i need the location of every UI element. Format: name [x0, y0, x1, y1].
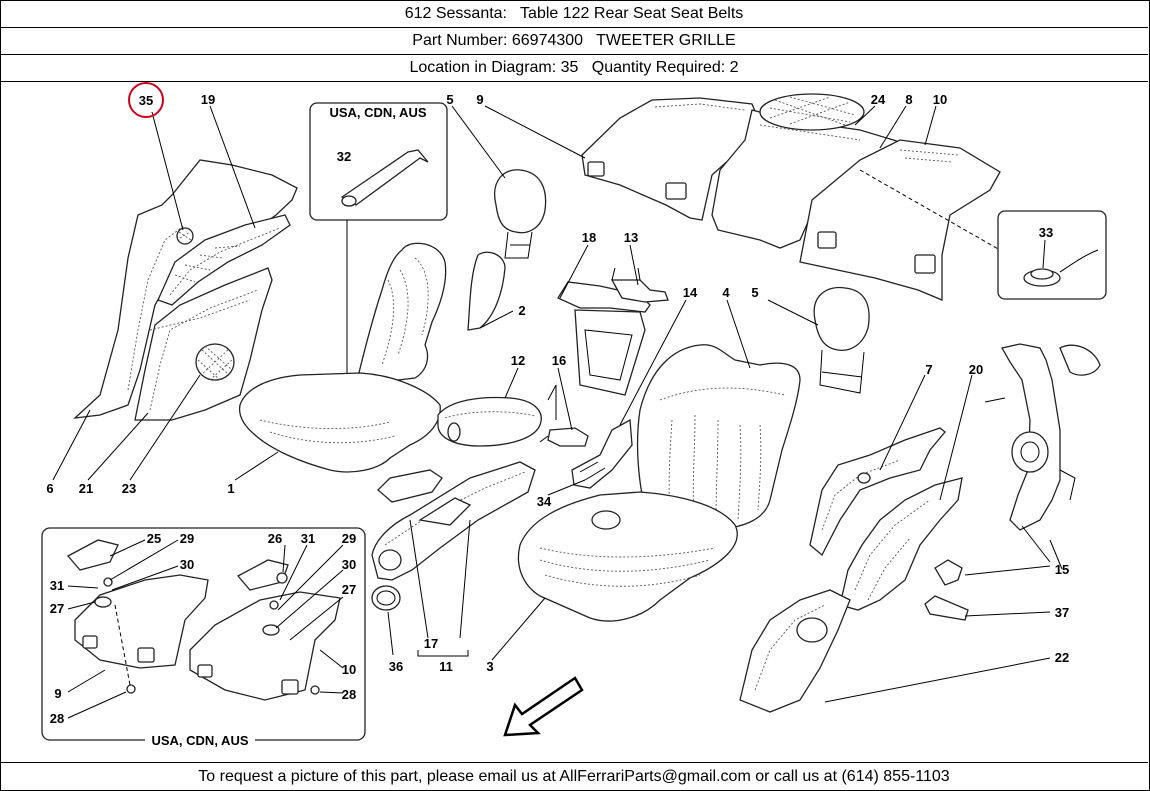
inset-tweeter-33	[997, 210, 1107, 300]
pillar-trim-7	[809, 427, 946, 557]
callout-3[interactable]: 3	[486, 659, 493, 674]
left-trim-panel-19	[73, 159, 298, 419]
callout-16[interactable]: 16	[552, 353, 566, 368]
bracket-13	[610, 267, 669, 303]
location-quantity-line: Location in Diagram: 35 Quantity Require…	[0, 55, 1148, 82]
inset-bottom-label: USA, CDN, AUS	[151, 733, 248, 748]
callout-19[interactable]: 19	[201, 92, 215, 107]
callout-13[interactable]: 13	[624, 230, 638, 245]
callout-31-right[interactable]: 31	[301, 531, 315, 546]
tweeter-grille-23	[195, 343, 235, 381]
tweeter-grille-35	[176, 227, 194, 245]
headrest-lower	[813, 286, 870, 394]
callout-25[interactable]: 25	[147, 531, 161, 546]
inset-top-label: USA, CDN, AUS	[329, 105, 426, 120]
diagram-svg: USA, CDN, AUS	[41, 82, 1107, 749]
callout-4[interactable]: 4	[722, 285, 730, 300]
seat-back-4	[636, 344, 801, 529]
callout-31[interactable]: 31	[50, 578, 64, 593]
callout-5-lower[interactable]: 5	[751, 285, 758, 300]
callout-32[interactable]: 32	[337, 149, 351, 164]
callout-15[interactable]: 15	[1055, 562, 1069, 577]
callout-17[interactable]: 17	[424, 636, 438, 651]
callout-7[interactable]: 7	[925, 362, 932, 377]
console-17	[371, 461, 536, 581]
leader-lines	[52, 105, 1063, 719]
cup-36	[371, 585, 401, 611]
callout-33[interactable]: 33	[1039, 225, 1053, 240]
callout-27-right[interactable]: 27	[342, 582, 356, 597]
part-number-line: Part Number: 66974300 TWEETER GRILLE	[0, 28, 1148, 55]
rear-shelf-center-8	[711, 109, 902, 249]
callout-34[interactable]: 34	[537, 494, 552, 509]
exploded-parts-diagram: USA, CDN, AUS	[0, 82, 1148, 762]
contact-footer: To request a picture of this part, pleas…	[0, 762, 1148, 790]
console-cover	[377, 469, 443, 503]
pillar-trim-20	[839, 477, 963, 611]
inset-usa-cdn-aus-bottom: USA, CDN, AUS	[41, 527, 366, 749]
callout-35[interactable]: 35	[139, 93, 153, 108]
callout-20[interactable]: 20	[969, 362, 983, 377]
callout-9[interactable]: 9	[476, 92, 483, 107]
diagram-title: 612 Sessanta: Table 122 Rear Seat Seat B…	[0, 0, 1148, 28]
callout-1[interactable]: 1	[227, 481, 234, 496]
callout-12[interactable]: 12	[511, 353, 525, 368]
callout-2[interactable]: 2	[518, 303, 525, 318]
left-trim-panel-21	[134, 267, 273, 421]
seat-cushion-3	[517, 491, 738, 622]
callout-29[interactable]: 29	[180, 531, 194, 546]
callout-28[interactable]: 28	[50, 711, 64, 726]
callout-8[interactable]: 8	[905, 92, 912, 107]
inset-usa-cdn-aus-top: USA, CDN, AUS	[309, 102, 448, 373]
callout-27[interactable]: 27	[50, 601, 64, 616]
belt-buckle-16	[539, 384, 589, 447]
callout-30-right[interactable]: 30	[342, 557, 356, 572]
frame-18	[557, 281, 651, 396]
callout-labels: 35 19 32 5 9 24 8 10 33 18 13 14 4 5 2 1…	[46, 92, 1069, 726]
highlight-circle	[128, 82, 164, 118]
rear-panel-10	[799, 139, 1001, 301]
seat-belt-15	[924, 343, 1101, 621]
headrest-upper	[494, 169, 547, 259]
callout-6[interactable]: 6	[46, 481, 53, 496]
callout-28-right[interactable]: 28	[342, 687, 356, 702]
callout-23[interactable]: 23	[122, 481, 136, 496]
callout-10-inset[interactable]: 10	[342, 662, 356, 677]
callout-29-right[interactable]: 29	[342, 531, 356, 546]
speaker-grille-24	[759, 93, 865, 131]
callout-22[interactable]: 22	[1055, 650, 1069, 665]
armrest-12	[437, 396, 542, 447]
callout-10[interactable]: 10	[933, 92, 947, 107]
callout-9-inset[interactable]: 9	[54, 686, 61, 701]
bracket-14	[571, 418, 633, 489]
callout-18[interactable]: 18	[582, 230, 596, 245]
callout-24[interactable]: 24	[871, 92, 886, 107]
callout-5[interactable]: 5	[446, 92, 453, 107]
pillar-trim-22	[739, 589, 851, 713]
callout-21[interactable]: 21	[79, 481, 93, 496]
callout-14[interactable]: 14	[683, 285, 698, 300]
callout-30[interactable]: 30	[180, 557, 194, 572]
direction-arrow	[503, 676, 584, 737]
callout-36[interactable]: 36	[389, 659, 403, 674]
callout-11[interactable]: 11	[439, 659, 453, 674]
callout-26[interactable]: 26	[268, 531, 282, 546]
seat-1	[238, 242, 506, 473]
callout-37[interactable]: 37	[1055, 605, 1069, 620]
